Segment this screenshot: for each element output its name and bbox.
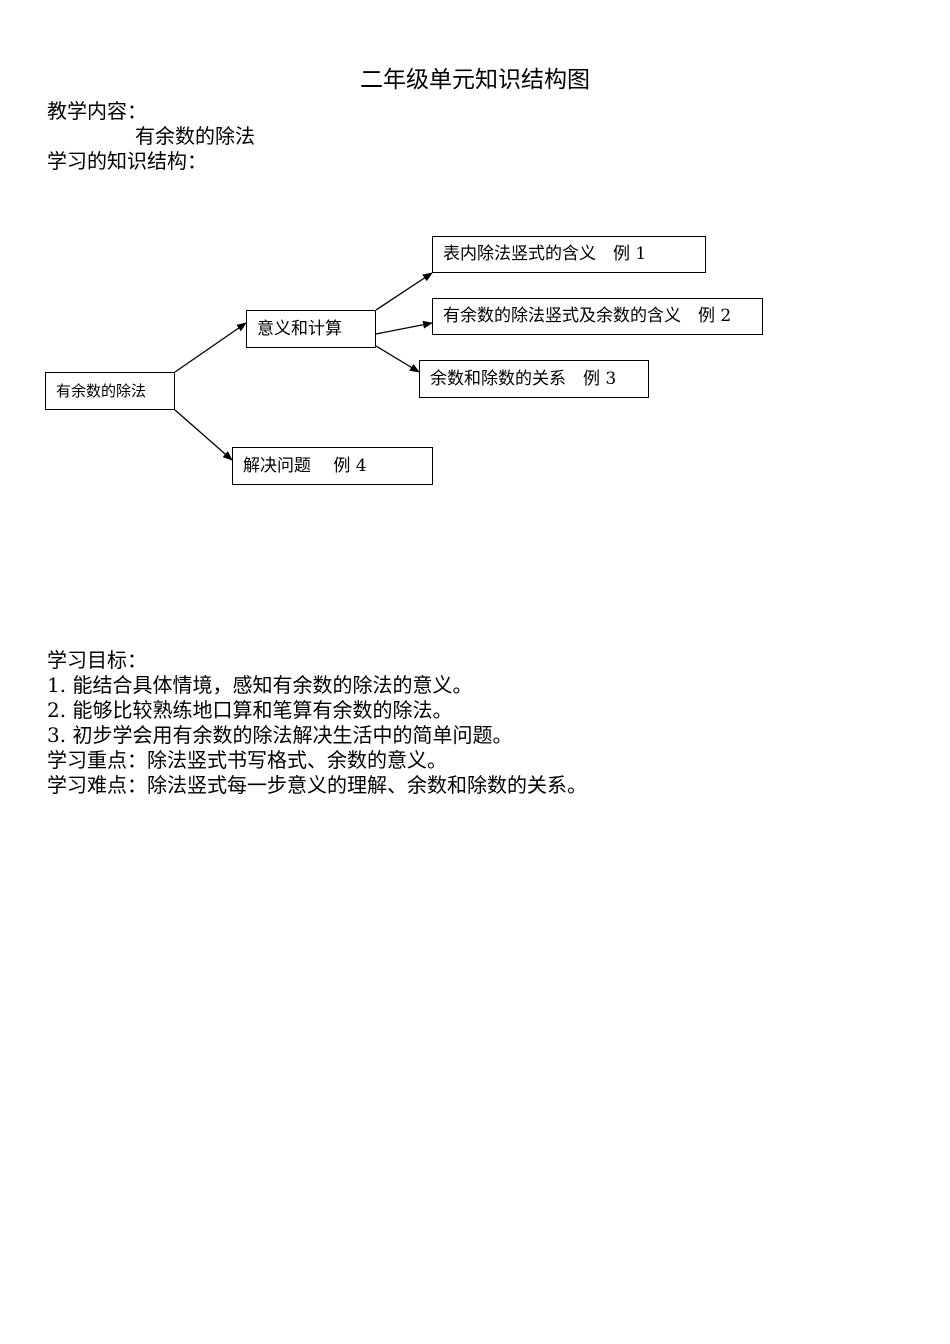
solve-node-label: 解决问题 例 4 xyxy=(243,456,367,476)
meaning-node-label: 意义和计算 xyxy=(257,319,342,339)
content-label: 教学内容： xyxy=(47,99,147,123)
content-value: 有余数的除法 xyxy=(135,124,255,148)
key-points: 学习重点：除法竖式书写格式、余数的意义。 xyxy=(47,748,447,772)
goal-item-3: 3. 初步学会用有余数的除法解决生活中的简单问题。 xyxy=(47,723,513,747)
arrow-meaning-leaf3 xyxy=(375,345,420,373)
page-title: 二年级单元知识结构图 xyxy=(360,67,590,93)
leaf1-node-label: 表内除法竖式的含义 例 1 xyxy=(443,244,647,264)
goals-label: 学习目标： xyxy=(47,648,147,672)
root-node: 有余数的除法 xyxy=(45,372,175,410)
leaf2-node: 有余数的除法竖式及余数的含义 例 2 xyxy=(432,298,763,335)
difficulties: 学习难点：除法竖式每一步意义的理解、余数和除数的关系。 xyxy=(47,773,587,797)
arrow-meaning-leaf1 xyxy=(375,272,433,311)
structure-label: 学习的知识结构： xyxy=(47,149,207,173)
arrow-root-meaning xyxy=(174,322,247,373)
leaf2-node-label: 有余数的除法竖式及余数的含义 例 2 xyxy=(443,306,732,326)
meaning-node: 意义和计算 xyxy=(246,310,376,348)
arrow-root-solve xyxy=(174,409,233,461)
solve-node: 解决问题 例 4 xyxy=(232,447,433,485)
leaf3-node: 余数和除数的关系 例 3 xyxy=(419,360,649,398)
arrow-meaning-leaf2 xyxy=(375,320,433,335)
root-node-label: 有余数的除法 xyxy=(56,382,147,400)
leaf1-node: 表内除法竖式的含义 例 1 xyxy=(432,236,706,273)
diagram-connectors xyxy=(174,272,433,461)
goal-item-1: 1. 能结合具体情境，感知有余数的除法的意义。 xyxy=(47,673,473,697)
leaf3-node-label: 余数和除数的关系 例 3 xyxy=(430,369,617,389)
goal-item-2: 2. 能够比较熟练地口算和笔算有余数的除法。 xyxy=(47,698,453,722)
